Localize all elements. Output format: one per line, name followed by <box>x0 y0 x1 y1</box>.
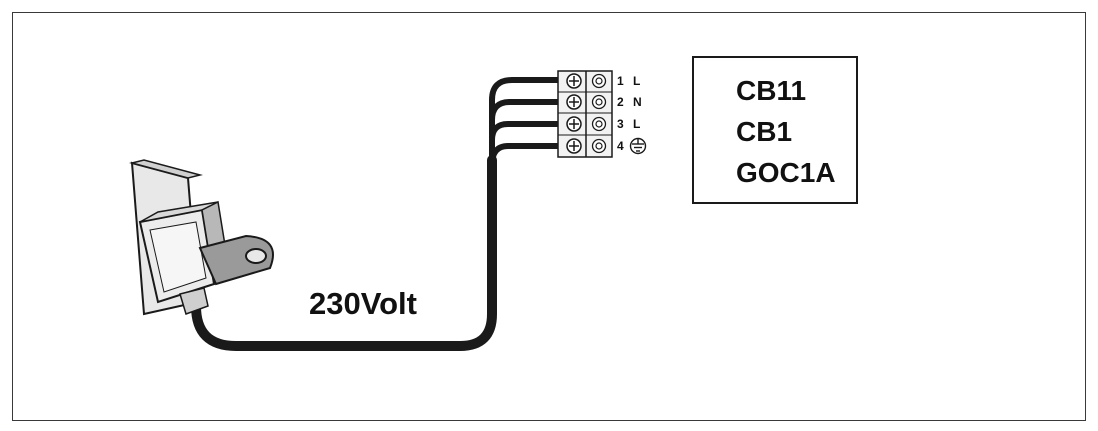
screw-4 <box>566 138 582 154</box>
screw-3 <box>566 116 582 132</box>
terminal-block <box>557 70 613 158</box>
wire-2 <box>489 99 572 160</box>
model-name: CB11 <box>736 75 807 106</box>
socket-3 <box>591 116 607 132</box>
wire-1 <box>489 77 572 160</box>
socket-4 <box>591 138 607 154</box>
terminal-label: L <box>633 117 641 131</box>
terminal-number: 3 <box>617 117 624 131</box>
terminal-number: 1 <box>617 74 624 88</box>
plug-connector-icon <box>129 159 274 316</box>
socket-2 <box>591 94 607 110</box>
model-name: CB1 <box>736 116 793 147</box>
screw-2 <box>566 94 582 110</box>
socket-1 <box>591 73 607 89</box>
ground-symbol-icon <box>629 137 647 155</box>
wire-4 <box>489 143 572 166</box>
voltage-label: 230Volt <box>309 286 417 321</box>
wire-3 <box>489 121 572 160</box>
terminal-label: N <box>633 95 642 109</box>
model-name: GOC1A <box>736 157 836 188</box>
terminal-label: L <box>633 74 641 88</box>
terminal-number: 2 <box>617 95 624 109</box>
screw-1 <box>566 73 582 89</box>
terminal-number: 4 <box>617 139 624 153</box>
model-label-box: CB11 CB1 GOC1A <box>692 56 858 204</box>
main-cable <box>191 155 497 351</box>
